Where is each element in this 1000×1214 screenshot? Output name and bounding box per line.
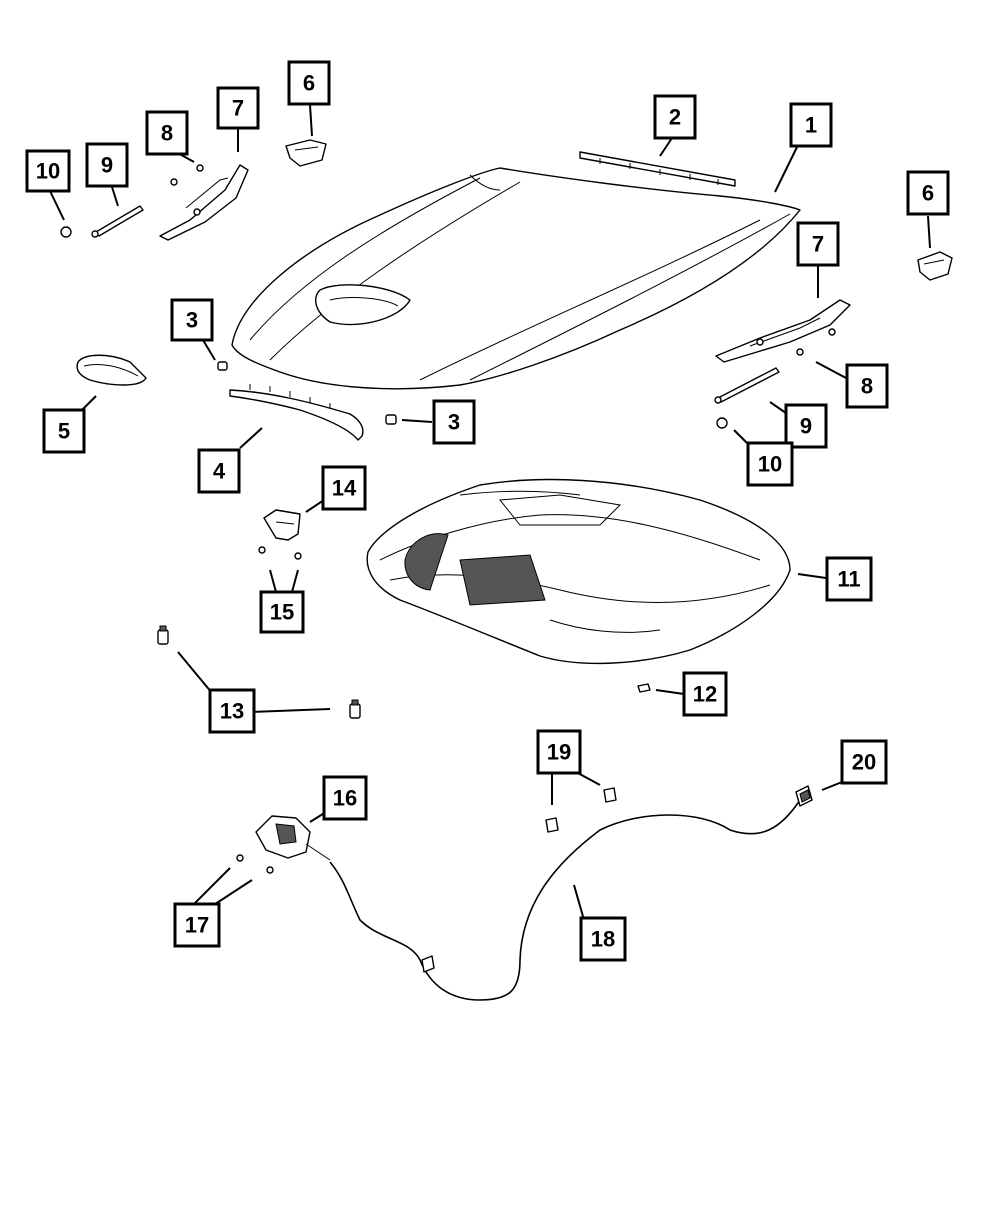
part-release-cable: [329, 799, 801, 1001]
callout-10-right-label: 10: [758, 452, 782, 477]
callout-8-left-label: 8: [161, 121, 173, 146]
part-release-handle: [795, 785, 813, 807]
part-hood-latch: [255, 815, 331, 861]
callout-16: 16: [322, 775, 368, 821]
callout-11: 11: [825, 556, 873, 602]
part-cable-clip: [421, 955, 435, 973]
callout-18-label: 18: [591, 927, 615, 952]
part-scoop-insert: [76, 354, 147, 386]
callout-11-label: 11: [837, 567, 860, 592]
callout-9-left-label: 9: [101, 153, 113, 178]
callout-17: 17: [173, 902, 221, 948]
callout-18: 18: [579, 916, 627, 962]
callout-9-right: 9: [784, 403, 828, 449]
part-hood-panel: [231, 167, 801, 390]
callout-1-label: 1: [805, 113, 817, 138]
callout-14-label: 14: [332, 476, 357, 501]
callout-19-label: 19: [547, 740, 571, 765]
callout-5-label: 5: [58, 419, 70, 444]
part-screws-15: [258, 546, 302, 560]
callout-7-left-label: 7: [232, 96, 244, 121]
callout-3-left: 3: [170, 298, 214, 342]
callout-16-label: 16: [333, 786, 357, 811]
callout-12-label: 12: [693, 682, 717, 707]
callout-6-left: 6: [287, 60, 331, 106]
callout-2-label: 2: [669, 105, 681, 130]
callout-8-right-label: 8: [861, 374, 873, 399]
part-hinge-right: [715, 299, 851, 363]
part-hood-seal-front: [229, 384, 364, 441]
callout-14: 14: [321, 465, 367, 511]
part-hinge-left: [159, 164, 249, 241]
callout-3-right-label: 3: [448, 410, 460, 435]
callout-9-right-label: 9: [800, 414, 812, 439]
callout-10-left-label: 10: [36, 159, 60, 184]
callout-4: 4: [197, 448, 241, 494]
callout-20-label: 20: [852, 750, 876, 775]
callout-15-label: 15: [270, 600, 294, 625]
callout-3-left-label: 3: [186, 308, 198, 333]
part-bumper-stop-lower: [349, 699, 361, 719]
callout-17-label: 17: [185, 913, 209, 938]
callout-8-left: 8: [145, 110, 189, 156]
callout-6-left-label: 6: [303, 71, 315, 96]
callout-5: 5: [42, 408, 86, 454]
callout-13: 13: [208, 688, 256, 734]
callout-7-left: 7: [216, 86, 260, 130]
part-bolt-left: [170, 164, 204, 186]
callout-7-right-label: 7: [812, 232, 824, 257]
part-hood-seal-rear: [579, 151, 736, 187]
part-bumper-left: [217, 361, 228, 371]
part-bumper-stop-upper: [157, 625, 169, 645]
part-gas-prop-right: [714, 367, 780, 404]
callout-1: 1: [789, 102, 833, 148]
part-bracket-left: [285, 139, 327, 167]
callout-6-right-label: 6: [922, 181, 934, 206]
callout-4-label: 4: [213, 459, 226, 484]
callout-2: 2: [653, 94, 697, 140]
part-striker: [263, 509, 301, 541]
callout-8-right: 8: [845, 363, 889, 409]
part-hood-inner-panel: [366, 478, 791, 665]
leader-lines: [49, 104, 931, 921]
callout-12: 12: [682, 671, 728, 717]
callout-10-left: 10: [25, 149, 71, 193]
part-clip-12: [637, 683, 651, 693]
part-nut-right: [716, 417, 728, 429]
part-bracket-right: [917, 251, 953, 281]
part-cable-clips-19: [545, 787, 617, 833]
callout-19: 19: [536, 729, 582, 775]
callout-13-label: 13: [220, 699, 244, 724]
part-gas-prop-left: [91, 205, 144, 238]
part-latch-bolts: [236, 854, 274, 874]
part-nut-left: [60, 226, 72, 238]
callout-3-right: 3: [432, 399, 476, 445]
part-bumper-right: [385, 414, 397, 425]
callout-6-right: 6: [906, 170, 950, 216]
callout-7-right: 7: [796, 221, 840, 267]
callout-20: 20: [840, 739, 888, 785]
callout-10-right: 10: [746, 441, 794, 487]
part-bolt-right: [796, 328, 836, 356]
callout-15: 15: [259, 590, 305, 634]
callout-9-left: 9: [85, 142, 129, 188]
